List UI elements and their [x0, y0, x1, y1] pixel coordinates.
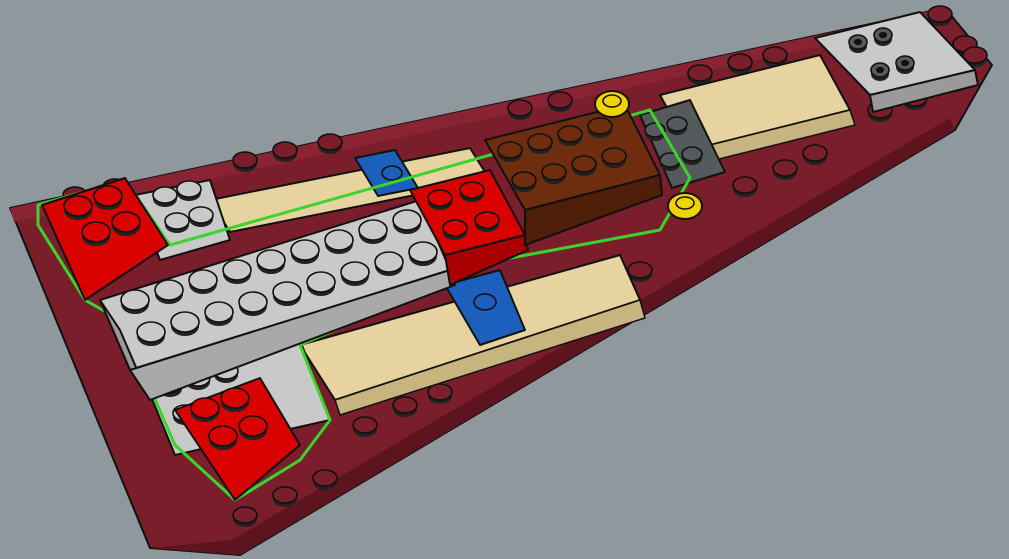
stud: [528, 134, 552, 154]
stud: [273, 487, 297, 507]
stud: [291, 240, 319, 264]
stud: [409, 242, 437, 266]
stud: [233, 507, 257, 527]
stud: [359, 220, 387, 244]
stud: [896, 56, 914, 74]
stud: [874, 28, 892, 46]
stud: [682, 147, 702, 165]
stud: [171, 312, 199, 336]
stud: [205, 302, 233, 326]
stud: [428, 190, 452, 210]
stud: [121, 290, 149, 314]
stud: [189, 270, 217, 294]
stud: [155, 280, 183, 304]
stud: [223, 260, 251, 284]
stud: [325, 230, 353, 254]
stud: [667, 117, 687, 135]
stud: [803, 145, 827, 165]
stud: [313, 470, 337, 490]
stud: [498, 142, 522, 162]
stud: [871, 63, 889, 81]
stud: [153, 187, 177, 207]
stud: [460, 182, 484, 202]
stud: [475, 212, 499, 232]
stud: [257, 250, 285, 274]
stud: [393, 397, 417, 417]
stud: [572, 156, 596, 176]
stud: [233, 152, 257, 172]
yellow-round-plate-lower: [668, 193, 702, 219]
stud: [189, 207, 213, 227]
stud: [64, 196, 92, 220]
stud: [209, 426, 237, 450]
stud: [177, 181, 201, 201]
stud: [542, 164, 566, 184]
stud: [137, 322, 165, 346]
stud: [428, 384, 452, 404]
stud: [94, 186, 122, 210]
stud: [558, 126, 582, 146]
stud: [508, 100, 532, 120]
stud: [82, 222, 110, 246]
stud: [191, 398, 219, 422]
stud: [443, 220, 467, 240]
stud: [165, 213, 189, 233]
stud: [393, 210, 421, 234]
stud: [849, 35, 867, 53]
stud: [112, 212, 140, 236]
stud: [733, 177, 757, 197]
stud: [239, 416, 267, 440]
stud: [728, 54, 752, 74]
stud: [307, 272, 335, 296]
stud: [548, 92, 572, 112]
stud: [318, 134, 342, 154]
stud: [773, 160, 797, 180]
stud: [341, 262, 369, 286]
stud: [602, 148, 626, 168]
stud: [239, 292, 267, 316]
stud: [221, 388, 249, 412]
stud: [273, 142, 297, 162]
stud: [273, 282, 301, 306]
stud: [353, 417, 377, 437]
stud: [375, 252, 403, 276]
yellow-round-plate-upper: [595, 91, 629, 117]
stud: [512, 172, 536, 192]
stud: [588, 118, 612, 138]
